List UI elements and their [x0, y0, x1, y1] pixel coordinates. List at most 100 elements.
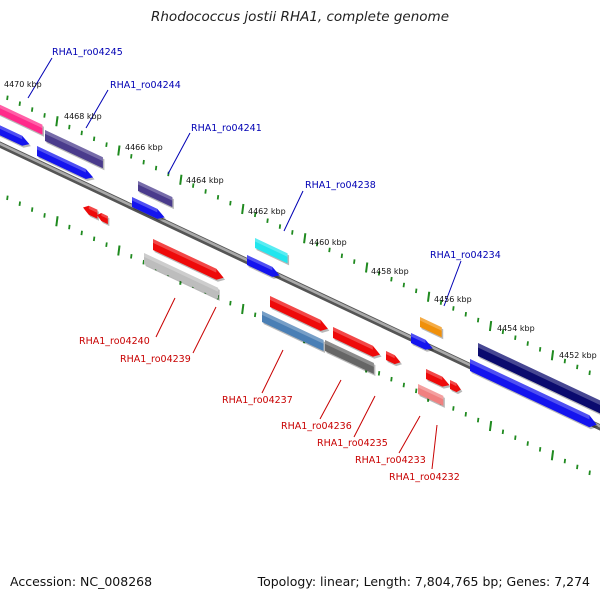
tick-minor: [80, 230, 83, 236]
feature-ro04239: [144, 253, 220, 301]
cds-forward: [247, 255, 282, 279]
tick-minor: [216, 194, 220, 200]
cds-reverse-body: [386, 351, 401, 365]
tick-minor: [253, 212, 257, 218]
gene-label-ro04244[interactable]: RHA1_ro04244: [110, 80, 181, 91]
tick-minor: [514, 435, 517, 440]
tick-minor: [204, 189, 207, 194]
tick-minor: [402, 282, 405, 288]
tick-minor: [402, 382, 405, 388]
cds-forward-highlight: [132, 197, 158, 213]
cds-reverse-highlight: [386, 351, 395, 359]
tick-minor: [328, 247, 331, 253]
cds-forward-body: [37, 146, 94, 179]
feature-top-far-right-body: [478, 343, 600, 414]
cds-reverse-highlight: [153, 239, 217, 273]
tick-minor: [576, 364, 579, 370]
scale-label: 4468 kbp: [64, 112, 102, 121]
tick-major: [117, 145, 121, 156]
cds-reverse: [450, 380, 463, 395]
cds-forward-body: [0, 125, 30, 146]
gene-label-ro04245[interactable]: RHA1_ro04245: [52, 47, 123, 58]
cds-forward-highlight: [37, 146, 86, 173]
feature-ro04237-body: [262, 311, 324, 351]
feature-ro04236-highlight: [325, 340, 374, 367]
leader-ro04241: [167, 132, 191, 175]
tick-major: [488, 320, 493, 332]
tick-minor: [92, 136, 96, 142]
gene-label-ro04239[interactable]: RHA1_ro04239: [120, 354, 191, 365]
cds-reverse: [270, 296, 330, 333]
tick-minor: [353, 259, 356, 264]
gene-label-ro04238[interactable]: RHA1_ro04238: [305, 180, 376, 191]
cds-reverse: [153, 239, 226, 282]
tick-major: [179, 174, 183, 185]
scale-label: 4462 kbp: [248, 207, 286, 216]
tick-minor: [563, 458, 567, 464]
scale-ticks-top: [6, 95, 591, 376]
feature-ro04245: [0, 104, 44, 137]
accession-text: Accession: NC_008268: [10, 574, 153, 589]
tick-major: [426, 291, 431, 302]
tick-major: [55, 216, 59, 227]
cds-forward: [0, 125, 31, 148]
leader-ro04235: [353, 395, 376, 438]
gene-label-ro04235[interactable]: RHA1_ro04235: [317, 438, 388, 449]
tick-minor: [80, 130, 83, 136]
tick-minor: [476, 417, 480, 423]
scale-label: 4466 kbp: [125, 143, 163, 152]
tick-minor: [68, 124, 71, 130]
gene-label-ro04234[interactable]: RHA1_ro04234: [430, 250, 501, 261]
tick-minor: [390, 376, 393, 382]
tick-minor: [130, 254, 133, 259]
tick-major: [550, 450, 555, 461]
cds-forward-highlight: [247, 255, 273, 271]
feature-ro04237-highlight: [262, 311, 324, 344]
tick-minor: [130, 154, 133, 159]
leader-ro04245: [27, 57, 53, 99]
cds-forward-highlight: [411, 333, 426, 344]
tick-minor: [30, 207, 34, 212]
feature-ro04239-body: [144, 253, 219, 299]
feature-ro04241-highlight: [138, 181, 173, 201]
gene-label-ro04236[interactable]: RHA1_ro04236: [281, 421, 352, 432]
cds-reverse-highlight: [88, 205, 98, 213]
tick-minor: [192, 183, 195, 188]
tick-minor: [68, 224, 71, 230]
tick-minor: [105, 142, 108, 147]
tick-minor: [105, 242, 108, 247]
cds-forward-body: [132, 197, 165, 219]
tick-major: [488, 420, 493, 432]
leader-ro04236: [319, 379, 342, 420]
tick-minor: [340, 253, 344, 259]
cds-reverse: [426, 369, 452, 389]
cds-forward: [470, 359, 599, 430]
feature-ro04234: [420, 317, 444, 340]
gene-label-ro04237[interactable]: RHA1_ro04237: [222, 395, 293, 406]
tick-major: [241, 203, 245, 215]
feature-ro04245-highlight: [0, 104, 43, 129]
gene-label-ro04240[interactable]: RHA1_ro04240: [79, 336, 150, 347]
tick-major: [241, 303, 245, 315]
feature-ro04238-body: [255, 238, 288, 264]
feature-ro04241: [138, 181, 174, 210]
tick-minor: [464, 311, 467, 317]
gene-label-ro04232[interactable]: RHA1_ro04232: [389, 472, 460, 483]
scale-label: 4458 kbp: [371, 267, 409, 276]
tick-minor: [43, 213, 46, 218]
cds-forward-body: [411, 333, 433, 350]
label-leaders: [27, 57, 462, 470]
leader-ro04233: [398, 415, 421, 454]
tick-minor: [315, 241, 319, 247]
cds-reverse-highlight: [426, 369, 443, 381]
tick-minor: [538, 447, 542, 452]
leader-ro04238: [283, 190, 304, 232]
tick-minor: [452, 406, 455, 411]
tick-minor: [576, 464, 579, 470]
leader-ro04239: [192, 306, 217, 354]
gene-label-ro04233[interactable]: RHA1_ro04233: [355, 455, 426, 466]
tick-minor: [229, 200, 232, 206]
gene-label-ro04241[interactable]: RHA1_ro04241: [191, 123, 262, 134]
cds-reverse: [83, 205, 99, 221]
